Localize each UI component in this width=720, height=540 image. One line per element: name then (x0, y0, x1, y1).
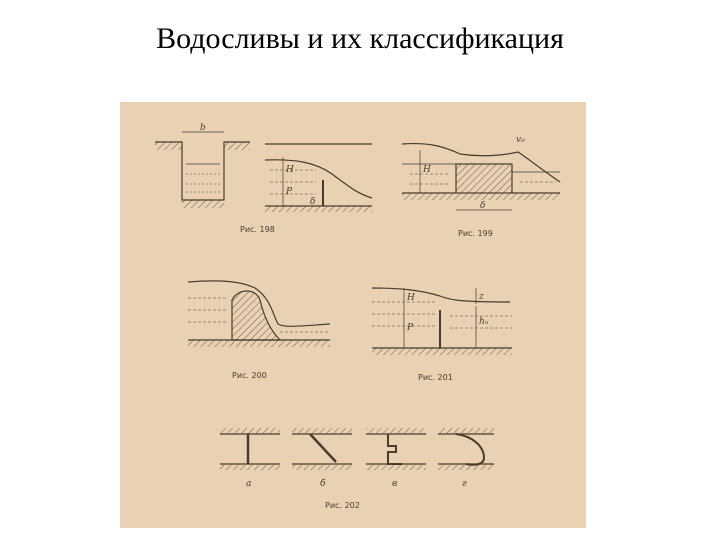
label-H: H (285, 165, 294, 175)
label-delta-199: δ (480, 201, 485, 211)
weir-diagrams: b H P δ Рис. 198 (155, 123, 561, 510)
figure-199: v₀ H δ Рис. 199 (401, 135, 561, 238)
figure-201: H P z hₙ Рис. 201 (371, 287, 512, 382)
label-z: z (478, 292, 484, 302)
label-v0: v₀ (516, 135, 525, 145)
label-H-201: H (406, 293, 415, 303)
label-P-201: P (406, 323, 414, 333)
label-part-a: а (246, 479, 251, 489)
caption-199: Рис. 199 (458, 229, 493, 238)
label-part-b: б (320, 478, 326, 489)
slide-title: Водосливы и их классификация (156, 22, 564, 55)
scanned-figure-page: b H P δ Рис. 198 (120, 102, 586, 528)
label-b: b (200, 123, 206, 133)
weir-profile-v: в (366, 428, 426, 489)
weir-profile-b: б (292, 428, 352, 489)
label-P: P (285, 187, 293, 197)
label-delta: δ (310, 197, 315, 207)
sharp-crested-weir-side: H P δ (264, 143, 373, 212)
figure-198: b H P δ Рис. 198 (155, 123, 373, 234)
figure-202: а б в (220, 428, 494, 510)
figure-200: Рис. 200 (187, 280, 331, 380)
notch-front-view: b (155, 123, 250, 208)
label-hn: hₙ (479, 317, 489, 327)
label-H-199: H (422, 165, 431, 175)
weir-profile-a: а (220, 428, 280, 489)
caption-200: Рис. 200 (232, 371, 267, 380)
label-part-v: в (392, 479, 397, 489)
caption-198: Рис. 198 (240, 225, 275, 234)
caption-201: Рис. 201 (418, 373, 453, 382)
label-part-g: г (462, 479, 467, 489)
weir-profile-g: г (438, 428, 494, 489)
caption-202: Рис. 202 (325, 501, 360, 510)
